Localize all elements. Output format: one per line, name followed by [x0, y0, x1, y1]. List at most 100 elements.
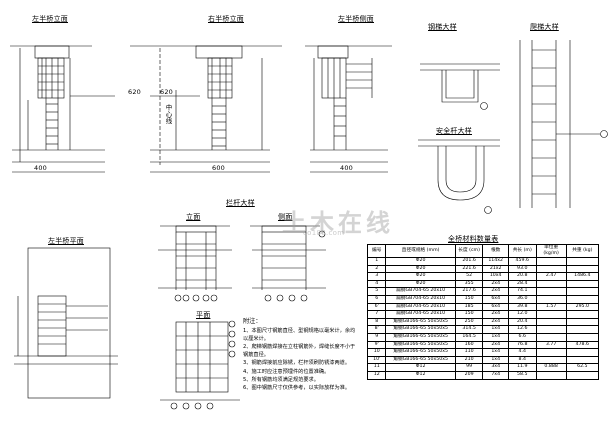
- table-cell: 7x4: [482, 370, 509, 380]
- note-item: 5、所有钢筋均须满足规范要求。: [243, 376, 319, 383]
- table-cell: 201.6: [454, 257, 484, 266]
- rail-plan: [160, 320, 240, 410]
- table-cell: 1486.4: [565, 272, 600, 281]
- table-cell: [565, 310, 600, 319]
- table-cell: 10': [366, 355, 387, 365]
- table-cell: 10: [366, 348, 387, 357]
- table-cell: 11: [366, 363, 387, 372]
- table-cell: [565, 332, 600, 342]
- table-cell: Φ20: [385, 272, 456, 281]
- left-elevation-view: [10, 45, 115, 173]
- table-cell: 1x4: [482, 348, 509, 357]
- table-cell: [565, 264, 600, 274]
- table-cell: 角钢GB166-65 50x50x5: [385, 317, 456, 327]
- right-elevation-view: [130, 45, 282, 173]
- table-cell: [535, 279, 567, 289]
- note-item: 4、施工时应注意预埋件的位置准确。: [243, 368, 330, 375]
- dim-label-620: 620: [128, 88, 142, 96]
- title-front-face: 立面: [186, 213, 201, 221]
- title-anchor-detail: 钢梯大样: [428, 23, 457, 31]
- table-cell: 355: [454, 279, 484, 289]
- table-cell: 99: [454, 363, 484, 372]
- table-cell: 2x4: [482, 287, 509, 296]
- table-cell: [565, 348, 600, 357]
- table-cell: 20.4: [507, 317, 537, 327]
- table-cell: 4.4: [507, 348, 537, 357]
- table-cell: 0.888: [535, 363, 567, 372]
- table-cell: 角钢GB166-65 50x50x5: [385, 348, 456, 357]
- table-cell: Φ20: [385, 264, 456, 274]
- table-cell: 28.4: [507, 279, 537, 289]
- table-cell: 160: [454, 340, 484, 350]
- table-cell: 角钢GB166-65 50x50x5: [385, 332, 456, 342]
- table-cell: Φ20: [385, 257, 456, 266]
- table-cell: 2: [366, 264, 387, 274]
- note-item: 6、图中钢筋尺寸仅供参考，以实际放样为准。: [243, 384, 351, 391]
- table-cell: [565, 279, 600, 289]
- table-cell: [565, 355, 600, 365]
- table-cell: [535, 317, 567, 327]
- table-cell: 9: [366, 332, 387, 342]
- note-item: 3、钢筋焊接前应除锈，栏杆须刷防锈漆两道。: [243, 360, 351, 367]
- note-item: 2、爬梯钢筋焊接在立柱钢筋外，焊缝长度不小于钢筋直径。: [243, 344, 356, 359]
- table-cell: 52: [454, 272, 484, 281]
- table-cell: 314.5: [454, 325, 484, 334]
- table-cell: 扁钢GB704-65 20x10: [385, 294, 456, 304]
- table-cell: [565, 325, 600, 334]
- table-cell: 478.6: [565, 340, 600, 350]
- table-cell: 1.57: [535, 302, 567, 312]
- table-cell: 1x4: [482, 355, 509, 365]
- title-ladder-detail: 爬梯大样: [530, 23, 559, 31]
- table-cell: 角钢GB166-65 50x50x5: [385, 355, 456, 365]
- table-cell: 110: [454, 348, 484, 357]
- watermark-logo: 土木在线: [282, 209, 394, 237]
- table-cell: 36.0: [507, 294, 537, 304]
- watermark-url: co188.com: [303, 229, 345, 237]
- table-cell: 扁钢GB704-65 20x10: [385, 310, 456, 319]
- title-left-plan: 左半桥平面: [48, 237, 84, 245]
- column-header: 单位重 (kg/m): [535, 244, 567, 258]
- table-cell: [565, 257, 600, 266]
- table-cell: 185: [454, 302, 484, 312]
- materials-table: 编号 直径或规格 (mm) 长度 (cm) 根数 共长 (m) 单位重 (kg/…: [366, 244, 600, 380]
- table-cell: 217.6: [454, 287, 484, 296]
- table-cell: 150: [454, 294, 484, 304]
- table-cell: 扁钢GB704-65 20x10: [385, 302, 456, 312]
- table-cell: [535, 332, 567, 342]
- table-cell: 2x4: [482, 310, 509, 319]
- table-cell: [535, 264, 567, 274]
- table-cell: 2x4: [482, 279, 509, 289]
- table-cell: 8: [366, 317, 387, 327]
- column-header: 共长 (m): [507, 244, 537, 258]
- note-item: 1、本图尺寸钢筋直径、型钢规格以毫米计，余均以厘米计。: [243, 328, 356, 343]
- table-cell: 39.8: [507, 302, 537, 312]
- title-plan: 平面: [196, 311, 211, 319]
- table-cell: 角钢GB166-65 50x50x5: [385, 325, 456, 334]
- title-safety-detail: 安全杆大样: [436, 127, 472, 135]
- title-side-face: 侧面: [278, 213, 293, 221]
- table-cell: Φ20: [385, 279, 456, 289]
- table-cell: 6': [366, 302, 387, 312]
- dim-label-600: 600: [212, 164, 226, 172]
- table-cell: 209: [454, 370, 484, 380]
- table-cell: Φ12: [385, 370, 456, 380]
- table-cell: 8': [366, 325, 387, 334]
- table-cell: 12: [366, 370, 387, 380]
- table-cell: 6.6: [507, 332, 537, 342]
- table-cell: 6x4: [482, 302, 509, 312]
- table-cell: 58.5: [507, 370, 537, 380]
- table-cell: 8.4: [507, 355, 537, 365]
- table-cell: 3.77: [535, 340, 567, 350]
- column-header: 长度 (cm): [454, 244, 484, 258]
- table-cell: 3x4: [482, 363, 509, 372]
- table-header-row: 编号 直径或规格 (mm) 长度 (cm) 根数 共长 (m) 单位重 (kg/…: [366, 244, 600, 258]
- rail-front-face: [158, 225, 232, 302]
